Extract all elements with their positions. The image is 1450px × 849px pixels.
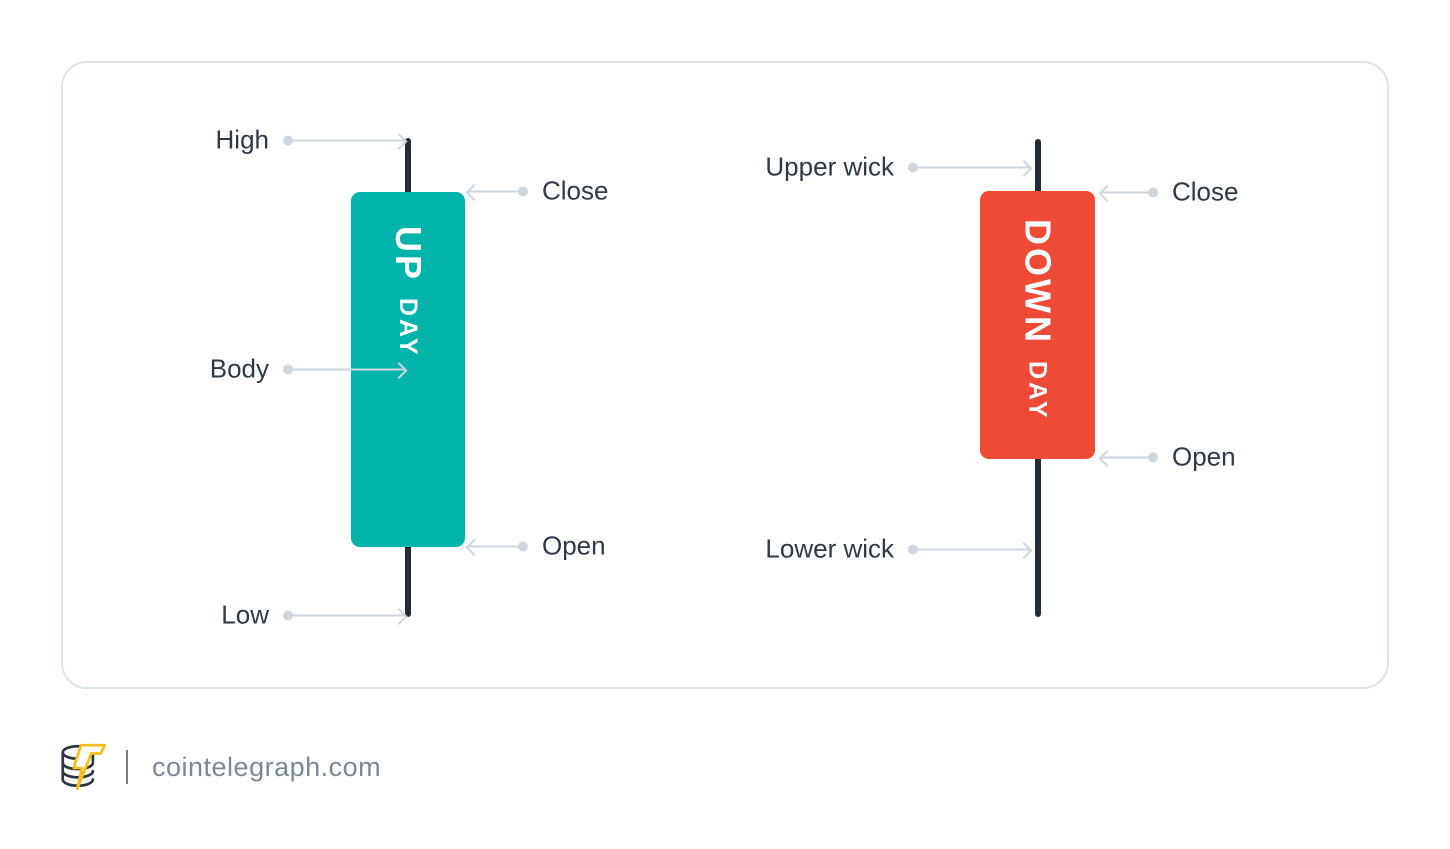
- annotation-high: High: [216, 125, 405, 156]
- body-arrow-connector: [283, 364, 405, 374]
- up-open-label: Open: [542, 530, 606, 561]
- annotation-up-close: Close: [468, 176, 608, 207]
- up-candle-caption: UP DAY: [388, 226, 429, 358]
- diagram-card: [61, 61, 1389, 689]
- upper-wick-arrow-connector: [908, 162, 1030, 172]
- down-candle-caption: DOWN DAY: [1017, 219, 1059, 421]
- high-arrow-connector: [283, 135, 405, 145]
- low-arrow-connector: [283, 610, 405, 620]
- annotation-up-open: Open: [468, 531, 606, 562]
- down-open-label: Open: [1172, 441, 1236, 472]
- high-label: High: [215, 124, 269, 155]
- footer-separator: [126, 750, 128, 784]
- down-close-label: Close: [1172, 176, 1239, 207]
- upper-wick-label: Upper wick: [765, 151, 894, 182]
- annotation-lower-wick: Lower wick: [765, 534, 1030, 565]
- up-open-arrow-connector: [468, 541, 528, 551]
- footer-brand: cointelegraph.com: [56, 740, 381, 794]
- body-label: Body: [209, 353, 269, 384]
- down-word-sub: DAY: [1023, 360, 1052, 421]
- annotation-down-open: Open: [1101, 442, 1236, 473]
- down-close-arrow-connector: [1101, 187, 1158, 197]
- up-close-label: Close: [542, 175, 609, 206]
- annotation-low: Low: [221, 600, 405, 631]
- lower-wick-arrow-connector: [908, 544, 1030, 554]
- footer-site-text: cointelegraph.com: [152, 751, 382, 782]
- annotation-body: Body: [210, 354, 405, 385]
- annotation-upper-wick: Upper wick: [765, 152, 1030, 183]
- annotation-down-close: Close: [1101, 177, 1238, 208]
- down-open-arrow-connector: [1101, 452, 1158, 462]
- up-word-sub: DAY: [394, 298, 422, 358]
- down-candle-body: DOWN DAY: [980, 191, 1095, 459]
- cointelegraph-logo-icon: [61, 743, 107, 791]
- up-word: UP: [388, 226, 429, 283]
- low-label: Low: [221, 599, 269, 630]
- up-close-arrow-connector: [468, 186, 528, 196]
- down-word: DOWN: [1017, 219, 1059, 345]
- lower-wick-label: Lower wick: [765, 533, 894, 564]
